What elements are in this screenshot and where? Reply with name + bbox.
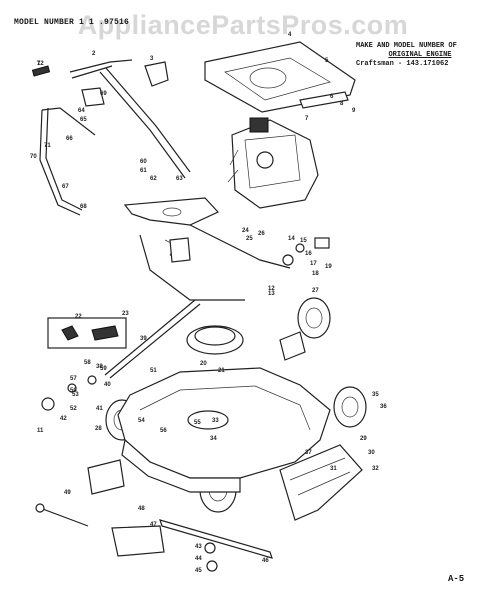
- part-number-label: 15: [300, 238, 307, 244]
- part-number-label: 11: [37, 428, 44, 434]
- part-number-label: 62: [150, 176, 157, 182]
- part-number-label: 20: [200, 361, 207, 367]
- part-number-label: 37: [305, 450, 312, 456]
- part-number-label: 23: [122, 311, 129, 317]
- part-number-label: 24: [242, 228, 249, 234]
- part-number-label: 2: [92, 51, 96, 57]
- engine-icon: [227, 117, 319, 209]
- part-number-label: 13: [268, 291, 275, 297]
- part-number-label: 52: [70, 406, 77, 412]
- part-number-label: 12: [268, 286, 275, 292]
- part-number-label: 68: [80, 204, 87, 210]
- part-number-label: 19: [325, 264, 332, 270]
- part-number-label: 35: [372, 392, 379, 398]
- part-number-label: 27: [312, 288, 319, 294]
- part-number-label: 69: [100, 91, 107, 97]
- part-number-label: 1: [37, 61, 41, 67]
- part-number-label: 5: [325, 58, 329, 64]
- part-number-label: 60: [140, 159, 147, 165]
- part-number-label: 21: [218, 368, 225, 374]
- part-number-label: 45: [195, 568, 202, 574]
- part-number-label: 64: [78, 108, 85, 114]
- part-number-label: 48: [138, 506, 145, 512]
- part-number-label: 17: [310, 261, 317, 267]
- part-number-label: 72: [37, 61, 44, 67]
- engine-info-line1: MAKE AND MODEL NUMBER OF: [356, 42, 457, 50]
- part-number-label: 49: [64, 490, 71, 496]
- part-number-label: 63: [176, 176, 183, 182]
- part-number-label: 54: [138, 418, 145, 424]
- part-number-label: 25: [246, 236, 253, 242]
- engine-info-box: MAKE AND MODEL NUMBER OF ORIGINAL ENGINE…: [356, 42, 484, 69]
- blade-adapter-ring: [186, 325, 244, 355]
- part-number-label: 9: [352, 108, 356, 114]
- part-number-label: 40: [104, 382, 111, 388]
- part-number-label: 16: [305, 251, 312, 257]
- part-number-label: 36: [380, 404, 387, 410]
- part-number-label: 14: [288, 236, 295, 242]
- part-number-label: 31: [330, 466, 337, 472]
- part-number-label: 56: [160, 428, 167, 434]
- part-number-label: 53: [72, 392, 79, 398]
- page-number: A-5: [448, 574, 465, 584]
- part-number-label: 38: [96, 364, 103, 370]
- lawnmower-handle-icon: [31, 59, 191, 216]
- part-number-label: 46: [262, 558, 269, 564]
- blade-icon: [35, 503, 273, 572]
- part-number-label: 4: [288, 32, 292, 38]
- part-number-label: 43: [195, 544, 202, 550]
- part-number-label: 47: [150, 522, 157, 528]
- part-number-label: 41: [96, 406, 103, 412]
- part-number-label: 18: [312, 271, 319, 277]
- part-number-label: 7: [305, 116, 309, 122]
- part-number-label: 70: [30, 154, 37, 160]
- rear-flap: [279, 444, 363, 521]
- engine-cover-plate: [204, 41, 356, 113]
- part-number-label: 32: [372, 466, 379, 472]
- left-hardware: [41, 375, 125, 495]
- part-number-label: 34: [210, 436, 217, 442]
- part-number-label: 67: [62, 184, 69, 190]
- model-number-label: MODEL NUMBER 1 1 .97516: [14, 18, 130, 27]
- part-number-label: 57: [70, 376, 77, 382]
- part-number-label: 61: [140, 168, 147, 174]
- part-number-label: 29: [360, 436, 367, 442]
- part-number-label: 50: [70, 388, 77, 394]
- engine-info-line2: ORIGINAL ENGINE: [388, 51, 452, 59]
- axle-rod: [104, 299, 201, 379]
- part-number-label: 71: [44, 143, 51, 149]
- part-number-label: 26: [258, 231, 265, 237]
- part-number-label: 58: [84, 360, 91, 366]
- part-number-label: 66: [66, 136, 73, 142]
- part-number-label: 28: [95, 426, 102, 432]
- part-number-label: 22: [75, 314, 82, 320]
- mower-deck-icon: [117, 367, 331, 493]
- engine-info-line3: Craftsman - 143.171062: [356, 60, 449, 68]
- part-number-label: 65: [80, 117, 87, 123]
- mounting-bracket: [123, 197, 291, 301]
- parts-kit-box: [47, 317, 127, 349]
- part-number-label: 3: [150, 56, 154, 62]
- part-number-label: 44: [195, 556, 202, 562]
- part-number-label: 6: [330, 94, 334, 100]
- part-number-label: 51: [150, 368, 157, 374]
- small-hardware: [279, 237, 330, 361]
- part-number-label: 30: [368, 450, 375, 456]
- part-number-label: 39: [140, 336, 147, 342]
- part-number-label: 55: [194, 420, 201, 426]
- part-number-label: 33: [212, 418, 219, 424]
- part-number-label: 59: [100, 366, 107, 372]
- part-number-label: 8: [340, 101, 344, 107]
- part-number-label: 42: [60, 416, 67, 422]
